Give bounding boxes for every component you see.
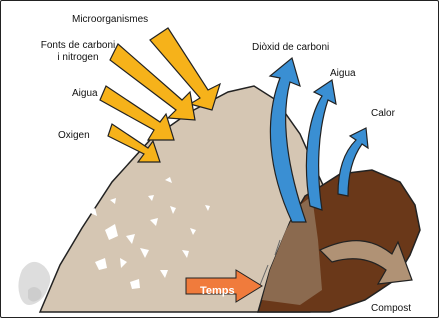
label-microorganisms: Microorganismes bbox=[72, 14, 148, 26]
label-compost: Compost bbox=[371, 303, 411, 315]
label-carbon-nitrogen: Fonts de carboni i nitrogen bbox=[24, 40, 132, 64]
label-oxygen: Oxigen bbox=[58, 130, 90, 142]
label-time: Temps bbox=[200, 285, 235, 297]
label-carbon-dioxide: Diòxid de carboni bbox=[252, 42, 329, 54]
label-carbon-nitrogen-line2: i nitrogen bbox=[24, 52, 132, 64]
label-carbon-nitrogen-line1: Fonts de carboni bbox=[24, 40, 132, 52]
label-water-in: Aigua bbox=[72, 88, 98, 100]
label-water-out: Aigua bbox=[330, 68, 356, 80]
label-heat: Calor bbox=[371, 108, 395, 120]
arrow-oxygen bbox=[108, 124, 160, 162]
